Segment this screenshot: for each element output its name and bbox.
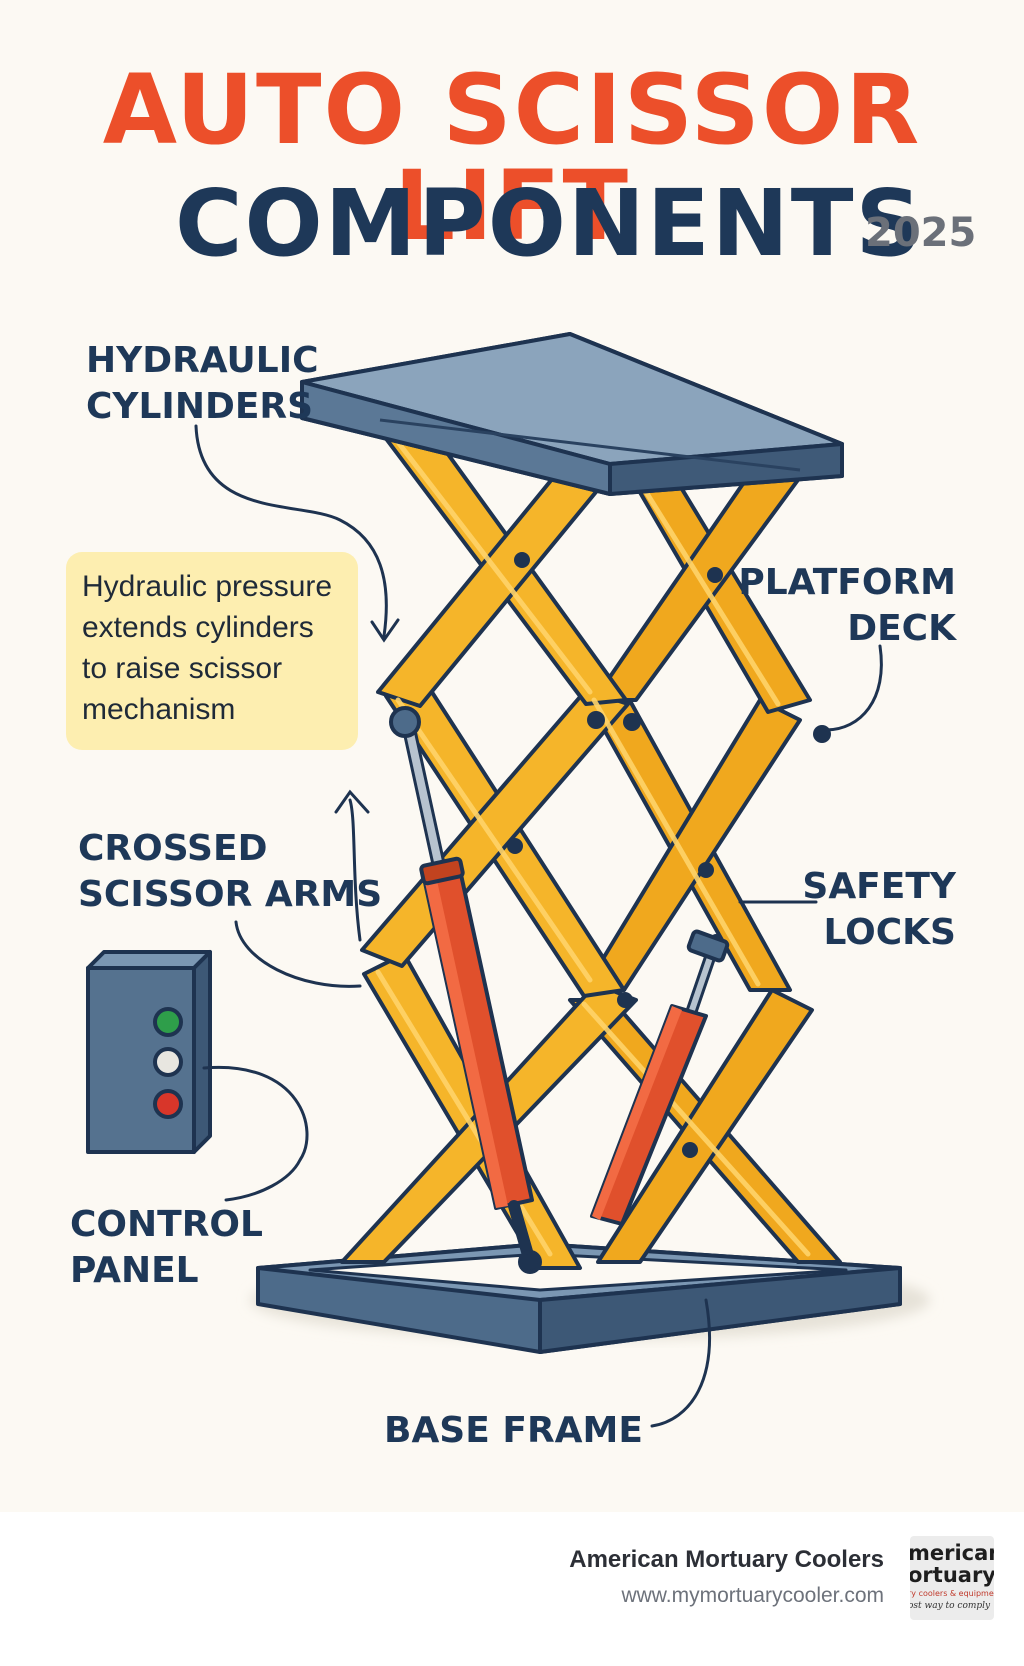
scissor-leader: [234, 920, 362, 988]
leader-lines: [194, 424, 883, 1428]
label-safety-locks: SAFETY LOCKS: [802, 866, 956, 953]
control-panel-leader: [202, 1065, 309, 1202]
callout-line-4: mechanism: [82, 693, 236, 726]
label-platform-deck: PLATFORM DECK: [738, 562, 956, 649]
footer: [0, 1512, 1024, 1666]
hydraulic-cylinder-front: [389, 706, 542, 1274]
footer-url[interactable]: www.mymortuarycooler.com: [621, 1584, 884, 1607]
base-frame-shape: [256, 1242, 902, 1354]
label-control-panel: CONTROL PANEL: [70, 1204, 263, 1291]
label-hydraulic-cylinders: HYDRAULIC CYLINDERS: [86, 340, 319, 427]
callout-line-1: Hydraulic pressure: [82, 570, 333, 603]
green-light-icon: [153, 1007, 183, 1037]
platform-leader: [824, 644, 883, 732]
title-line-2: COMPONENTS: [175, 170, 924, 277]
title-year: 2025: [865, 210, 977, 256]
svg-text:ry coolers & equipment: ry coolers & equipment: [910, 1589, 994, 1598]
footer-brand: American Mortuary Coolers: [569, 1546, 884, 1573]
title-line-1: AUTO SCISSOR LIFT: [102, 54, 922, 262]
pivot-bolts: [394, 552, 831, 1158]
svg-text:ost way to comply: ost way to comply: [910, 1601, 991, 1611]
base-frame-leader: [650, 1298, 711, 1428]
hydraulic-leader: [194, 424, 388, 638]
control-panel-box: [86, 950, 212, 1154]
red-light-icon: [153, 1089, 183, 1119]
hydraulic-cylinder-back: [590, 929, 730, 1226]
white-light-icon: [153, 1047, 183, 1077]
svg-text:ortuary: ortuary: [910, 1563, 994, 1587]
brand-logo-icon: merican ortuary ry coolers & equipment o…: [910, 1536, 994, 1620]
label-crossed-scissor-arms: CROSSED SCISSOR ARMS: [78, 828, 383, 915]
arm-highlights: [375, 415, 811, 1257]
label-base-frame: BASE FRAME: [384, 1410, 643, 1451]
callout-line-2: extends cylinders: [82, 611, 314, 644]
callout-line-3: to raise scissor: [82, 652, 283, 685]
hydraulic-callout-box: Hydraulic pressure extends cylinders to …: [66, 552, 358, 750]
platform-deck-shape: [300, 332, 844, 496]
svg-text:merican: merican: [910, 1541, 994, 1565]
hydraulic-arrowhead: [370, 618, 400, 643]
scissor-arms-back: [568, 408, 842, 1264]
scissor-arrowhead: [334, 789, 370, 814]
scissor-arrow-shaft: [348, 798, 362, 942]
